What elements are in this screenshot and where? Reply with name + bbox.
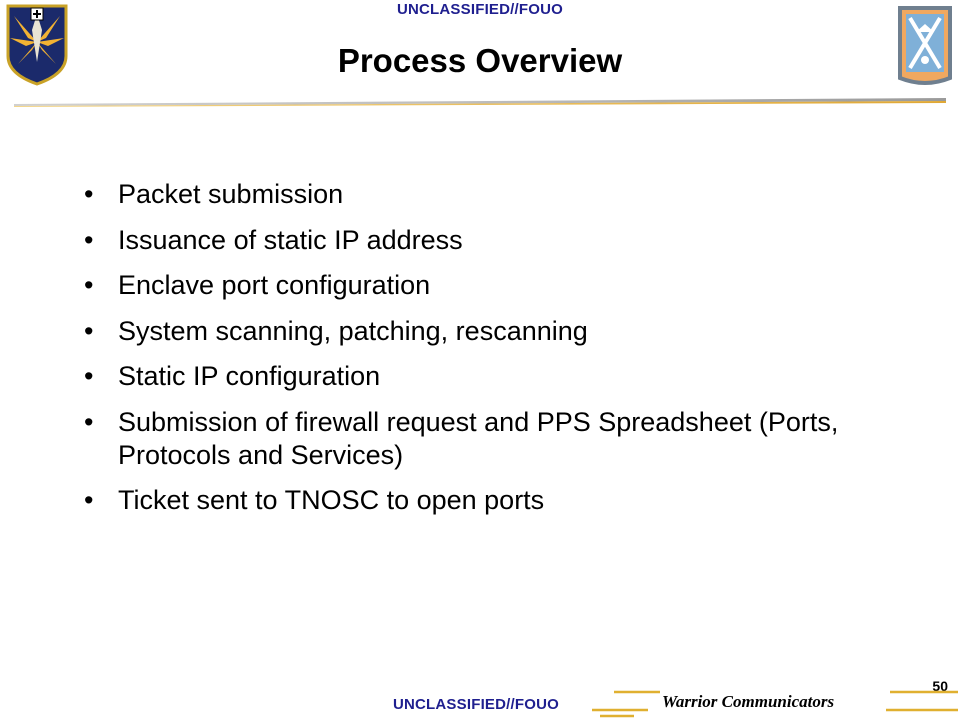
bullet-marker: • bbox=[84, 485, 94, 515]
process-steps-list: • Packet submission • Issuance of static I… bbox=[80, 178, 910, 530]
list-item-text: Enclave port configuration bbox=[118, 270, 431, 300]
bullet-marker: • bbox=[84, 179, 94, 209]
title-divider bbox=[14, 98, 946, 107]
page-number: 50 bbox=[932, 678, 948, 694]
unit-patch-right-icon bbox=[898, 6, 952, 85]
list-item-text: Packet submission bbox=[118, 179, 344, 209]
list-item: • Submission of firewall request and PPS … bbox=[80, 406, 910, 472]
list-item-text: Submission of firewall request and PPS S… bbox=[118, 406, 839, 470]
slide-title: Process Overview bbox=[337, 42, 623, 79]
list-item-text: Ticket sent to TNOSC to open ports bbox=[118, 485, 545, 515]
list-item: • Issuance of static IP address bbox=[80, 224, 910, 257]
bullet-marker: • bbox=[84, 406, 94, 437]
list-item-text: System scanning, patching, rescanning bbox=[118, 315, 588, 346]
bullet-marker: • bbox=[84, 270, 94, 300]
footer-motto: Warrior Communicators bbox=[662, 692, 835, 711]
list-item: • Packet submission bbox=[80, 178, 910, 211]
bullet-marker: • bbox=[84, 224, 94, 255]
classification-banner-bottom: UNCLASSIFIED//FOUO bbox=[392, 696, 560, 713]
list-item: • Static IP configuration bbox=[80, 360, 910, 393]
bullet-marker: • bbox=[84, 361, 94, 391]
list-item: • Ticket sent to TNOSC to open ports bbox=[80, 484, 910, 517]
bullet-marker: • bbox=[84, 315, 94, 346]
footer-decorative-lines bbox=[592, 690, 958, 718]
list-item: • System scanning, patching, rescanning bbox=[80, 315, 910, 348]
classification-banner-top: UNCLASSIFIED//FOUO bbox=[396, 1, 564, 18]
unit-insignia-left-icon bbox=[6, 4, 68, 86]
list-item-text: Static IP configuration bbox=[118, 361, 381, 391]
list-item: • Enclave port configuration bbox=[80, 269, 910, 302]
list-item-text: Issuance of static IP address bbox=[118, 224, 463, 255]
